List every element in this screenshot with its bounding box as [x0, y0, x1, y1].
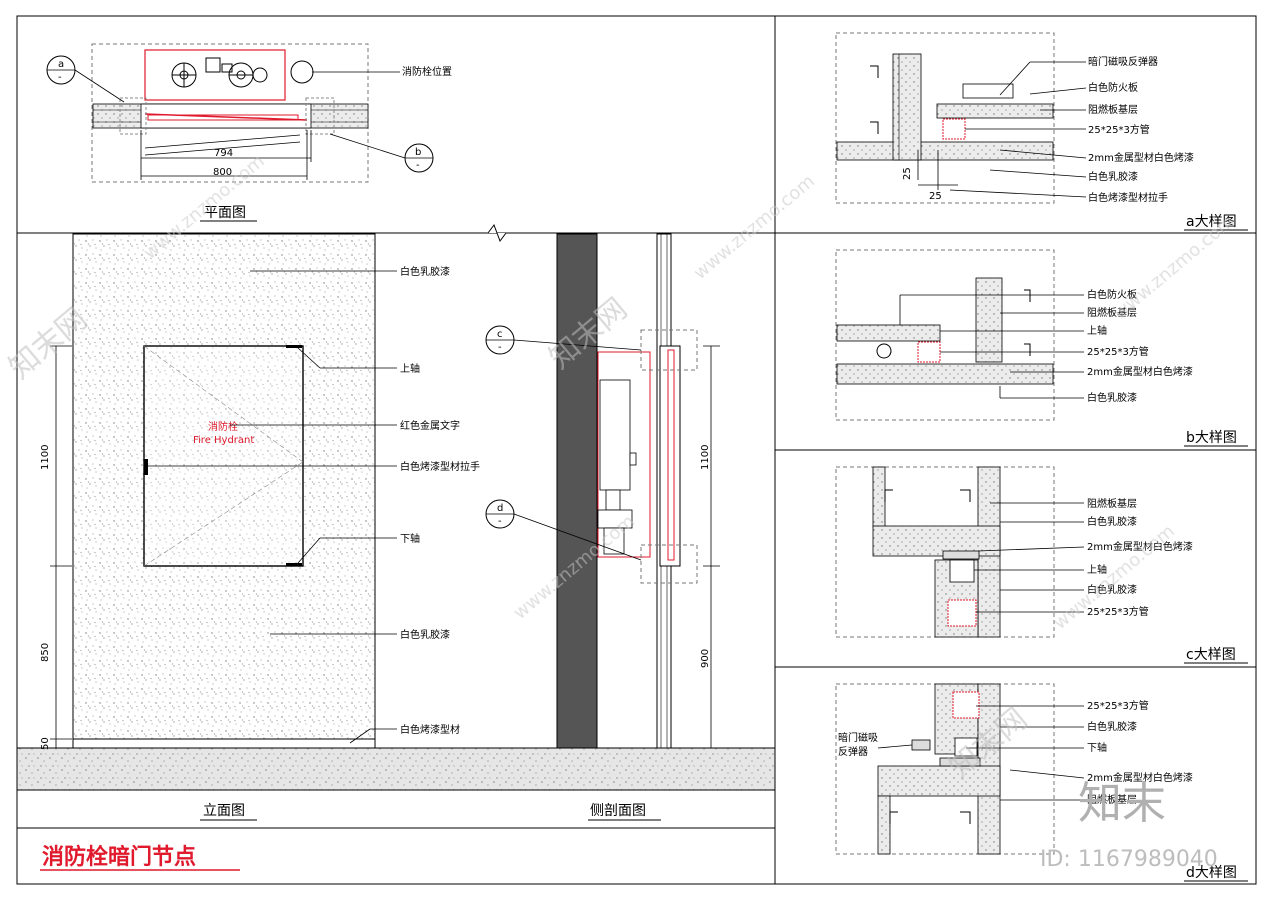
svg-text:-: -: [498, 516, 502, 527]
detail-d-title: d大样图: [1186, 865, 1237, 881]
elev-label-top-pivot: 上轴: [400, 362, 420, 375]
svg-text:c: c: [497, 329, 503, 340]
detail-a-label-metal: 2mm金属型材白色烤漆: [1088, 151, 1194, 164]
hydrant-cylinder: [597, 379, 637, 555]
detail-d-label-metal: 2mm金属型材白色烤漆: [1087, 771, 1193, 784]
section-dimensions: [703, 345, 720, 749]
detail-a-label-tube: 25*25*3方管: [1088, 123, 1150, 136]
detail-d: 25*25*3方管 白色乳胶漆 下轴 2mm金属型材白色烤漆 阻燃板基层 暗门磁…: [835, 683, 1248, 882]
svg-text:-: -: [498, 342, 502, 353]
section-title: 侧剖面图: [590, 803, 646, 819]
hydrant-valve-symbol: [171, 57, 314, 88]
detail-marker-d: d -: [485, 499, 642, 561]
detail-b-title: b大样图: [1186, 430, 1237, 446]
svg-text:b: b: [415, 147, 421, 158]
plan-dimensions: [140, 130, 312, 180]
detail-c-label-metal: 2mm金属型材白色烤漆: [1087, 540, 1193, 553]
detail-d-label-base: 阻燃板基层: [1087, 793, 1137, 806]
svg-text:d: d: [497, 503, 503, 514]
plan-view: 794 800 消防栓位置 a - b - 平面图: [46, 43, 452, 222]
elevation-title: 立面图: [203, 803, 245, 819]
detail-d-label-magnet-1: 暗门磁吸: [838, 731, 878, 744]
detail-c: 阻燃板基层 白色乳胶漆 2mm金属型材白色烤漆 上轴 白色乳胶漆 25*25*3…: [835, 466, 1248, 664]
detail-c-title: c大样图: [1186, 647, 1236, 663]
plan-label-hydrant-position: 消防栓位置: [402, 65, 452, 78]
plan-wall: [92, 97, 369, 135]
detail-c-label-latex2: 白色乳胶漆: [1087, 583, 1137, 596]
detail-marker-b: b -: [329, 133, 434, 173]
detail-d-label-pivot: 下轴: [1087, 741, 1107, 754]
sheet-frame: [16, 15, 1257, 885]
detail-d-label-latex: 白色乳胶漆: [1087, 720, 1137, 733]
detail-a-label-magnet: 暗门磁吸反弹器: [1088, 55, 1158, 68]
detail-b-label-tube: 25*25*3方管: [1087, 345, 1149, 358]
hydrant-sign-en: Fire Hydrant: [193, 435, 254, 446]
elev-dim-850: 850: [40, 643, 51, 662]
detail-a-label-latex: 白色乳胶漆: [1088, 170, 1138, 183]
elevation-leaders: [148, 270, 397, 744]
plan-dim-800: 800: [213, 167, 232, 178]
elev-label-latex-top: 白色乳胶漆: [400, 265, 450, 278]
svg-text:25: 25: [902, 167, 913, 180]
detail-c-label-base: 阻燃板基层: [1087, 497, 1137, 510]
detail-b-label-latex: 白色乳胶漆: [1087, 391, 1137, 404]
svg-text:www.znzmo.com: www.znzmo.com: [1110, 211, 1239, 324]
detail-b: 白色防火板 阻燃板基层 上轴 25*25*3方管 2mm金属型材白色烤漆 白色乳…: [835, 249, 1248, 447]
detail-c-label-tube: 25*25*3方管: [1087, 605, 1149, 618]
detail-marker-a: a -: [46, 55, 125, 103]
plan-title: 平面图: [204, 205, 246, 221]
section-dim-1100: 1100: [700, 445, 711, 470]
svg-text:-: -: [416, 160, 420, 171]
watermark-brand: 知末: [1078, 778, 1166, 829]
detail-c-label-latex1: 白色乳胶漆: [1087, 515, 1137, 528]
svg-text:a: a: [58, 59, 64, 70]
watermark-id: ID: 1167989040: [1040, 847, 1218, 872]
main-title: 消防栓暗门节点: [42, 844, 196, 870]
svg-text:25: 25: [929, 191, 942, 202]
elev-dim-50: 50: [40, 737, 51, 750]
detail-a-label-fireboard: 白色防火板: [1088, 81, 1138, 94]
elev-label-profile: 白色烤漆型材: [400, 723, 460, 736]
elev-label-red-text: 红色金属文字: [400, 419, 460, 432]
section-dim-900: 900: [700, 649, 711, 668]
detail-b-label-metal: 2mm金属型材白色烤漆: [1087, 365, 1193, 378]
elev-dim-1100: 1100: [40, 445, 51, 470]
elevation-dimensions: [50, 345, 72, 749]
detail-a-label-base: 阻燃板基层: [1088, 103, 1138, 116]
hydrant-sign-cn: 消防栓: [208, 420, 238, 433]
plan-dim-794: 794: [214, 148, 233, 159]
detail-b-label-fireboard: 白色防火板: [1087, 288, 1137, 301]
elev-label-bottom-pivot: 下轴: [400, 532, 420, 545]
elev-label-handle: 白色烤漆型材拉手: [400, 460, 480, 473]
detail-b-label-pivot: 上轴: [1087, 324, 1107, 337]
detail-c-label-pivot: 上轴: [1087, 563, 1107, 576]
detail-a: 25 25 暗门磁吸反弹器 白色防火板 阻燃板基层 25*25*3方管 2mm金…: [835, 32, 1248, 231]
detail-d-label-magnet-2: 反弹器: [838, 745, 868, 758]
elevation-view: 消防栓 Fire Hydrant 白色乳胶漆 上轴 红色金属文字 白色烤漆型材拉…: [16, 233, 776, 821]
detail-a-title: a大样图: [1186, 214, 1237, 230]
detail-b-label-base: 阻燃板基层: [1087, 306, 1137, 319]
svg-text:www.znzmo.com: www.znzmo.com: [690, 171, 819, 284]
section-view: 1100 900 c - d - 侧剖面图: [485, 233, 720, 821]
detail-d-label-tube: 25*25*3方管: [1087, 699, 1149, 712]
elev-label-latex-bottom: 白色乳胶漆: [400, 628, 450, 641]
svg-text:-: -: [58, 72, 62, 83]
detail-marker-c: c -: [485, 325, 642, 355]
detail-a-label-handle: 白色烤漆型材拉手: [1088, 191, 1168, 204]
